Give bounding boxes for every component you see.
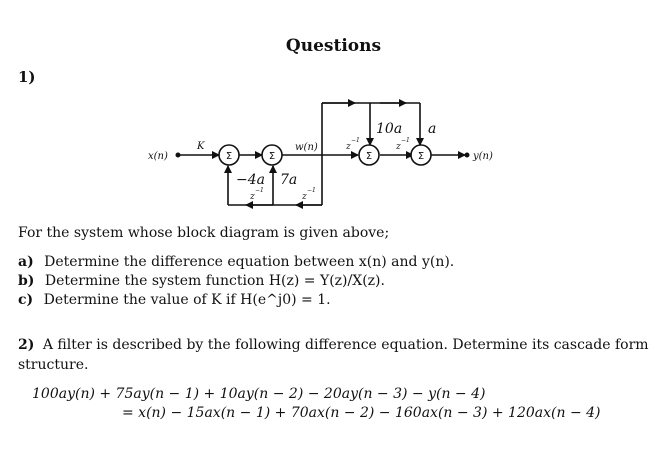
question-2-text: A filter is described by the following d… (42, 337, 649, 353)
question-1-item-b: b) Determine the system function H(z) = … (18, 273, 385, 289)
output-label: y(n) (472, 151, 493, 162)
question-1-intro: For the system whose block diagram is gi… (18, 225, 390, 241)
item-text: Determine the system function H(z) = Y(z… (44, 273, 385, 289)
summing-junction-2 (261, 144, 283, 166)
equation-line-2: = x(n) − 15ax(n − 1) + 70ax(n − 2) − 160… (122, 405, 601, 421)
question-2-line-1: 2) A filter is described by the followin… (18, 337, 649, 353)
delay-label-1: z (345, 142, 351, 152)
item-label: a) (18, 254, 34, 270)
coef-a-label: a (428, 121, 436, 137)
delay-exp-3: −1 (255, 187, 264, 194)
item-label: c) (18, 292, 34, 308)
delay-exp-1: −1 (351, 137, 360, 144)
delay-exp-4: −1 (307, 187, 316, 194)
node-w-label: w(n) (295, 142, 318, 153)
delay-label-3: z (249, 192, 255, 202)
sum-symbol-1: Σ (226, 151, 232, 162)
question-2-number: 2) (18, 337, 35, 353)
sum-symbol-3: Σ (366, 151, 372, 162)
delay-exp-2: −1 (401, 137, 410, 144)
item-text: Determine the difference equation betwee… (44, 254, 455, 270)
delay-label-2: z (395, 142, 401, 152)
item-label: b) (18, 273, 35, 289)
question-1-number: 1) (18, 68, 36, 86)
question-2-line-2: structure. (18, 357, 89, 373)
question-1-item-c: c) Determine the value of K if H(e^j0) =… (18, 292, 331, 308)
equation-line-1: 100ay(n) + 75ay(n − 1) + 10ay(n − 2) − 2… (32, 386, 486, 402)
coef-7a-label: 7a (280, 172, 297, 188)
delay-label-4: z (301, 192, 307, 202)
coef-minus4a-label: −4a (236, 172, 265, 188)
gain-k-label: K (196, 141, 205, 152)
sum-symbol-2: Σ (269, 151, 275, 162)
summing-junction-3 (358, 144, 380, 166)
question-1-item-a: a) Determine the difference equation bet… (18, 254, 454, 270)
item-text: Determine the value of K if H(e^j0) = 1. (43, 292, 331, 308)
output-node (464, 152, 470, 158)
page-title: Questions (285, 36, 382, 56)
coef-10a-label: 10a (376, 121, 402, 137)
summing-junction-4 (410, 144, 432, 166)
sum-symbol-4: Σ (418, 151, 424, 162)
summing-junction-1 (218, 144, 240, 166)
input-label: x(n) (148, 151, 168, 162)
input-node (175, 152, 181, 158)
